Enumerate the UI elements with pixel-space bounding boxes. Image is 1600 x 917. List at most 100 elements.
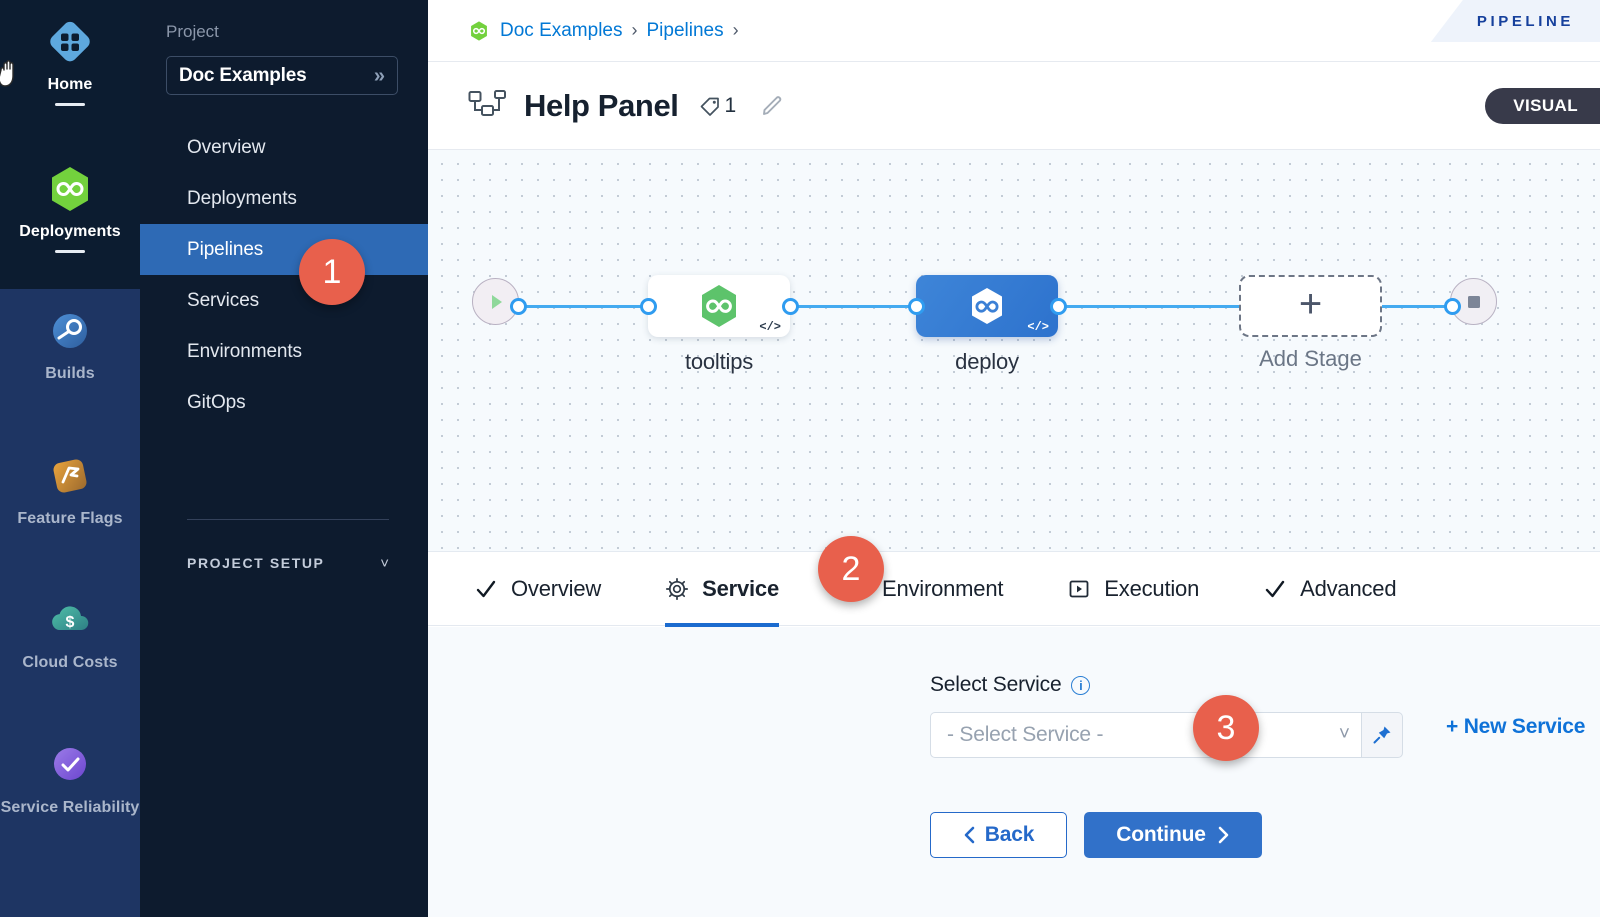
sidebar-item-deployments[interactable]: Deployments [140,173,428,224]
service-select[interactable]: - Select Service - ˅ [930,712,1366,758]
home-grid-icon [44,16,96,68]
project-nav: Overview Deployments Pipelines Services … [140,122,428,428]
stage-label-tooltips: tooltips [684,349,754,374]
sidebar-item-label: Overview [187,136,266,158]
harness-hex-white-icon [972,288,1002,324]
sidebar-item-environments[interactable]: Environments [140,326,428,377]
sidebar-item-label: GitOps [187,391,246,413]
continue-button-label: Continue [1116,823,1206,846]
main-content: Doc Examples › Pipelines › PIPELINE Help… [428,0,1600,917]
rail-item-label: Deployments [19,223,121,240]
pipeline-canvas[interactable]: </> tooltips </> deploy + Add Stage [428,150,1600,552]
view-mode-label: VISUAL [1513,96,1578,115]
sidebar-item-label: Pipelines [187,238,264,260]
project-selector[interactable]: Doc Examples » [166,56,398,95]
tag-badge[interactable]: 1 [698,93,737,118]
project-sidebar: Project Doc Examples » Overview Deployme… [140,0,428,917]
project-section-label: Project [166,22,219,41]
sidebar-item-services[interactable]: Services [140,275,428,326]
connector-deploy-to-addstage [1056,305,1246,308]
rail-item-deployments[interactable]: Deployments [0,163,140,253]
port-start-out[interactable] [510,298,527,315]
connector-start-to-tooltips [516,305,680,308]
pipeline-start-node[interactable] [472,278,519,325]
port-tooltips-in[interactable] [640,298,657,315]
feature-flags-icon [44,450,96,502]
sidebar-item-gitops[interactable]: GitOps [140,377,428,428]
rail-item-feature-flags[interactable]: Feature Flags [0,450,140,529]
callout-badge-2: 2 [818,536,884,602]
stage-code-badge[interactable]: </> [1027,320,1049,334]
sidebar-item-overview[interactable]: Overview [140,122,428,173]
breadcrumb: Doc Examples › Pipelines › PIPELINE [428,0,1600,62]
tab-label: Service [702,575,779,601]
ribbon-label: PIPELINE [1476,12,1574,30]
rail-item-label: Feature Flags [17,510,123,527]
port-deploy-out[interactable] [1050,298,1067,315]
tab-label: Overview [511,575,602,601]
sidebar-item-pipelines[interactable]: Pipelines [140,224,428,275]
new-service-button[interactable]: + New Service [1446,715,1586,738]
tag-icon [700,97,719,116]
tag-count: 1 [724,93,737,117]
stage-tabs: Overview Service [428,552,1600,627]
tab-execution[interactable]: Execution [1067,552,1199,626]
stage-node-tooltips[interactable]: </> [648,275,790,337]
pipeline-end-node[interactable] [1450,278,1497,325]
breadcrumb-item-pipelines[interactable]: Pipelines [646,19,724,41]
stage-node-deploy[interactable]: </> [916,275,1058,337]
rail-bottom-section [0,289,140,917]
pencil-icon[interactable] [759,93,785,119]
tab-label: Environment [881,575,1004,601]
svg-text:$: $ [66,614,75,631]
harness-logo-icon [471,20,487,41]
cloud-costs-icon: $ [44,594,96,646]
port-end-in[interactable] [1444,298,1461,315]
play-box-icon [1067,577,1091,601]
select-service-label: Select Service [930,673,1062,696]
pin-icon [1373,726,1391,744]
plus-icon: + [1298,282,1323,326]
module-rail: Home Deployments [0,0,140,917]
continue-button[interactable]: Continue [1084,812,1262,858]
mouse-cursor-icon [0,60,14,87]
tab-environment[interactable]: Environment [843,552,1003,626]
tab-label: Advanced [1300,575,1397,601]
back-button[interactable]: Back [930,812,1067,858]
rail-item-cloud-costs[interactable]: $ Cloud Costs [0,594,140,673]
check-icon [474,577,498,601]
back-button-label: Back [984,823,1035,846]
port-deploy-in[interactable] [908,298,925,315]
view-mode-badge[interactable]: VISUAL [1485,88,1600,124]
pin-button[interactable] [1361,712,1403,758]
chevron-left-icon [964,826,975,844]
tab-advanced[interactable]: Advanced [1263,552,1397,626]
rail-item-builds[interactable]: Builds [0,305,140,384]
add-stage-button[interactable]: + [1239,275,1382,337]
stage-code-badge[interactable]: </> [759,320,781,334]
port-tooltips-out[interactable] [782,298,799,315]
chevron-right-icon [1218,826,1228,844]
deployments-infinity-icon [44,163,96,215]
sidebar-item-label: Environments [187,340,302,362]
project-setup-toggle[interactable]: PROJECT SETUP ˅ [187,548,389,578]
select-service-label-row: Select Service i [930,673,1091,697]
stage-label-deploy: deploy [955,349,1019,374]
info-icon[interactable]: i [1071,675,1091,695]
project-selector-value: Doc Examples [179,64,307,86]
rail-item-service-reliability[interactable]: Service Reliability [0,738,140,818]
play-icon [491,294,502,309]
service-form: Select Service i - Select Service - ˅ + … [428,627,1600,917]
rail-item-home[interactable]: Home [0,16,140,106]
chevron-down-icon: ˅ [1338,724,1350,745]
rail-item-label: Cloud Costs [22,654,118,671]
connector-addstage-to-end [1378,305,1460,308]
sidebar-divider [187,519,389,520]
add-stage-label: Add Stage [1259,346,1362,371]
tab-overview[interactable]: Overview [474,552,601,626]
breadcrumb-item-project[interactable]: Doc Examples [500,19,623,41]
tab-service[interactable]: Service [665,552,779,627]
gear-icon [665,577,689,601]
service-select-value: - Select Service - [947,723,1104,746]
